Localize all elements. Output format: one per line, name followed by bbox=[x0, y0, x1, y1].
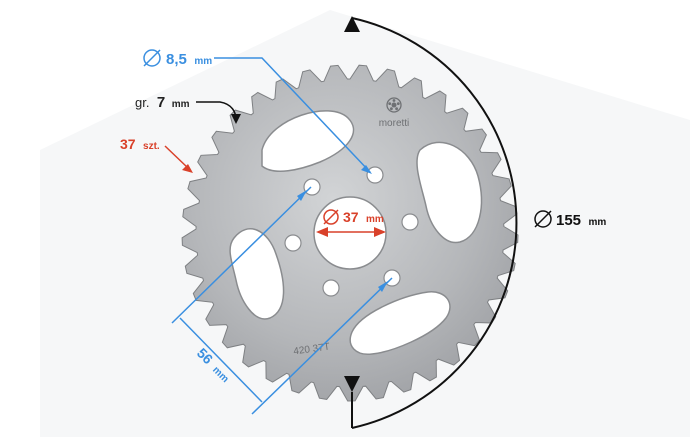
lightening-slot-bottom bbox=[349, 291, 451, 355]
bolt-hole bbox=[366, 166, 384, 184]
lightening-slot-right bbox=[416, 141, 483, 244]
bolt-hole bbox=[303, 178, 321, 196]
lightening-slot-left bbox=[229, 228, 285, 320]
arrowhead bbox=[297, 190, 307, 201]
bolt-spacing-line bbox=[179, 317, 263, 403]
extension-line bbox=[251, 277, 393, 415]
arrowhead-top bbox=[344, 16, 360, 32]
arrowhead bbox=[231, 114, 241, 124]
thickness-prefix: gr. bbox=[135, 95, 149, 110]
bolt-hole bbox=[322, 279, 340, 297]
hole-diameter-leader bbox=[214, 57, 371, 173]
lightening-slot-top bbox=[261, 110, 355, 172]
bolt-hole bbox=[401, 213, 419, 231]
extension-line bbox=[171, 186, 312, 324]
thickness-label: gr. 7 mm bbox=[135, 94, 241, 124]
thickness-value: 7 bbox=[157, 94, 165, 111]
bolt-hole bbox=[284, 234, 302, 252]
arrowhead-bottom bbox=[344, 376, 360, 392]
outer-diameter-arc bbox=[351, 17, 518, 429]
teeth-count-value: 37 bbox=[120, 136, 136, 152]
outer-diameter-unit: mm bbox=[588, 217, 606, 228]
arrowhead bbox=[374, 227, 386, 237]
arrowhead bbox=[378, 281, 388, 292]
teeth-count-leader bbox=[164, 145, 189, 169]
svg-text:gr. 7 mm: gr. 7 mm bbox=[135, 94, 190, 111]
svg-text:37 szt.: 37 szt. bbox=[120, 136, 160, 153]
hole-diameter-unit: mm bbox=[194, 56, 212, 67]
moretti-logo-icon bbox=[386, 97, 402, 113]
center-bore-unit: mm bbox=[366, 214, 384, 225]
diameter-icon bbox=[534, 210, 552, 228]
hole-diameter-value: 8,5 bbox=[166, 51, 187, 68]
diameter-icon bbox=[143, 49, 161, 67]
hole-diameter-label: 8,5 mm bbox=[143, 49, 372, 174]
arrowhead bbox=[182, 164, 193, 173]
arrowhead bbox=[316, 227, 328, 237]
teeth-count-unit: szt. bbox=[143, 141, 160, 152]
thickness-unit: mm bbox=[172, 99, 190, 110]
stamp-text: 420 37T bbox=[293, 342, 331, 358]
arrowhead bbox=[361, 165, 372, 174]
center-bore-value: 37 bbox=[343, 209, 359, 225]
outer-diameter-label: 155 mm bbox=[534, 210, 606, 229]
center-bore-label: 37 mm bbox=[316, 209, 386, 237]
teeth-count-label: 37 szt. bbox=[120, 136, 193, 173]
brand-text: moretti bbox=[379, 118, 410, 129]
svg-text:155 mm: 155 mm bbox=[556, 212, 606, 229]
diameter-icon bbox=[323, 209, 339, 225]
sprocket: moretti 420 37T bbox=[181, 64, 519, 402]
svg-text:8,5 mm: 8,5 mm bbox=[166, 51, 212, 68]
outer-diameter-value: 155 bbox=[556, 212, 581, 229]
svg-text:37 mm: 37 mm bbox=[343, 209, 384, 226]
